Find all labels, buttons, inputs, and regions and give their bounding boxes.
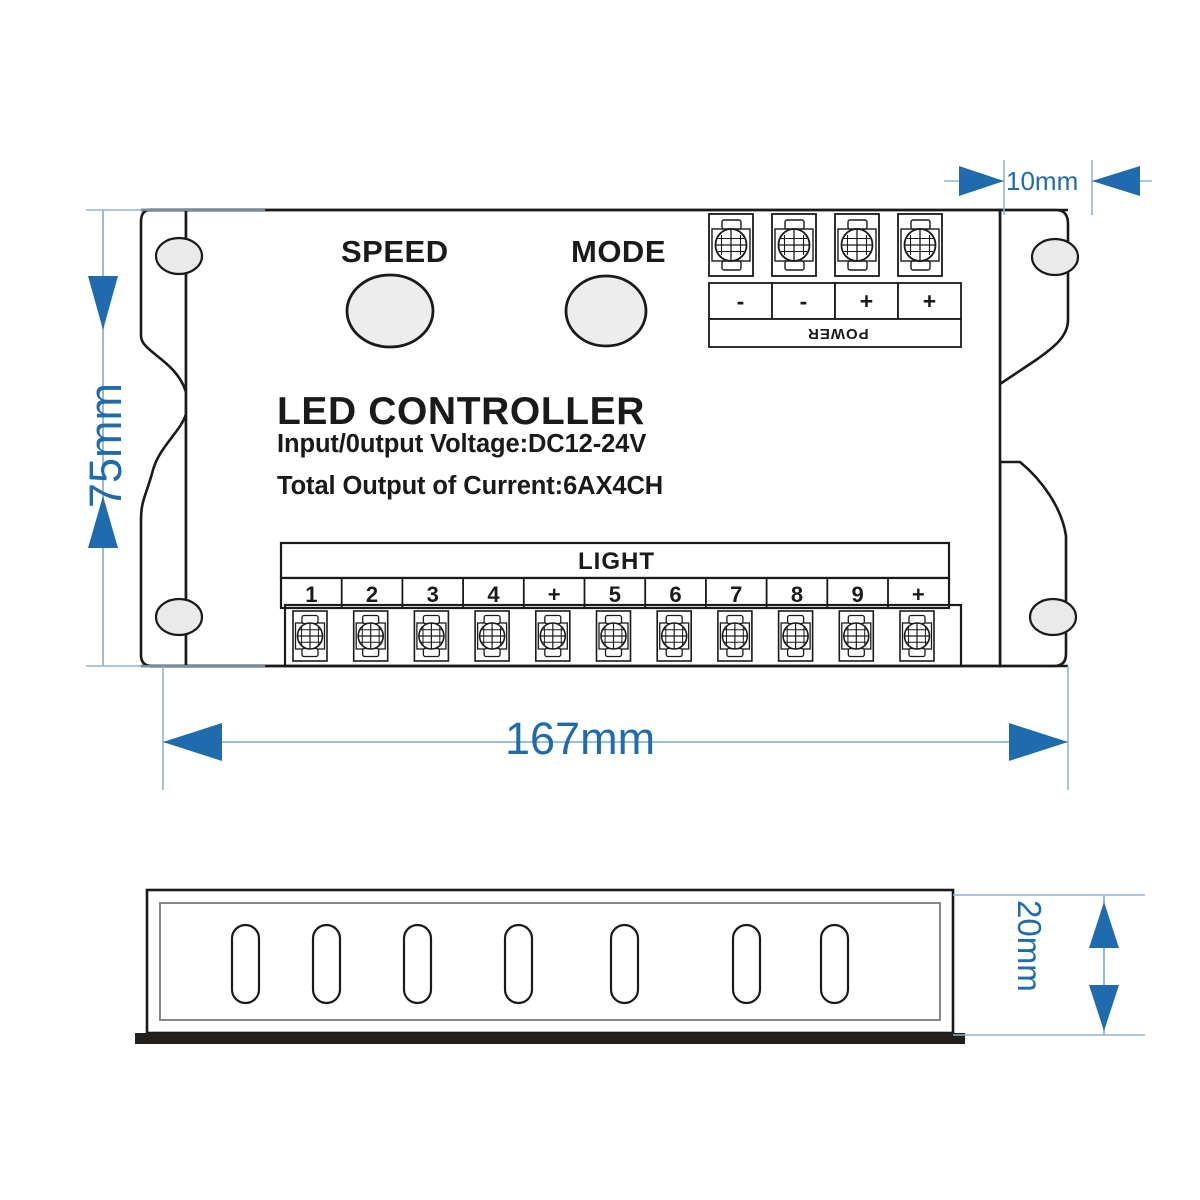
- product-title: LED CONTROLLER: [277, 390, 646, 433]
- power-terminal-block: [708, 213, 962, 348]
- dimension-width-label: 167mm: [505, 713, 656, 764]
- light-terminal-4: +: [547, 582, 561, 607]
- mounting-hole-bottom-right: [1028, 597, 1078, 637]
- mode-button[interactable]: [564, 274, 648, 348]
- dimension-depth-label: 20mm: [1011, 900, 1048, 992]
- light-terminal-3: 4: [487, 582, 500, 607]
- light-terminal-5: 5: [608, 582, 621, 607]
- light-block-label: LIGHT: [578, 548, 655, 575]
- power-terminal-0: -: [736, 288, 745, 314]
- dimension-bracket-label: 10mm: [1006, 166, 1079, 196]
- power-terminal-3: +: [922, 288, 937, 314]
- light-label-band: [279, 541, 951, 580]
- mounting-hole-top-right: [1030, 237, 1080, 277]
- light-terminal-6: 6: [669, 582, 682, 607]
- vent-slots: [230, 923, 850, 1005]
- mounting-hole-bottom-left: [154, 597, 204, 637]
- dimension-annotations: [86, 160, 1152, 790]
- power-terminal-2: +: [859, 288, 874, 314]
- right-mounting-bracket-upper: [998, 208, 1070, 386]
- light-terminal-7: 7: [730, 582, 743, 607]
- side-view-base-strip: [135, 1033, 965, 1044]
- arrow-10mm-right: [959, 166, 1004, 196]
- side-view: [135, 888, 1145, 1044]
- power-terminal-1: -: [799, 288, 808, 314]
- side-view-inner-recess: [159, 902, 941, 1021]
- mode-button-label: MODE: [571, 234, 666, 269]
- left-mounting-bracket: [139, 208, 189, 668]
- speed-button[interactable]: [345, 273, 435, 349]
- arrow-10mm-left: [1092, 166, 1140, 196]
- power-label-band: [708, 318, 962, 348]
- spec-voltage: Input/0utput Voltage:DC12-24V: [277, 430, 647, 458]
- light-terminal-10: +: [911, 582, 925, 607]
- power-block-label: POWER: [807, 325, 869, 342]
- arrow-167mm-left: [163, 723, 222, 761]
- main-body-top-view: [139, 208, 1080, 668]
- light-terminal-0: 1: [305, 582, 318, 607]
- spec-current: Total Output of Current:6AX4CH: [277, 472, 664, 500]
- light-terminal-9: 9: [851, 582, 864, 607]
- arrow-20mm-down: [1089, 985, 1119, 1031]
- arrow-167mm-right: [1009, 723, 1068, 761]
- arrow-75mm-down: [88, 276, 118, 330]
- light-terminal-1: 2: [365, 582, 379, 607]
- dimension-height-label: 75mm: [80, 382, 131, 508]
- arrow-75mm-up: [88, 496, 118, 548]
- light-terminal-block: [279, 541, 963, 668]
- speed-button-label: SPEED: [341, 234, 449, 269]
- light-terminal-8: 8: [790, 582, 804, 607]
- arrow-20mm-up: [1089, 902, 1119, 948]
- mounting-hole-top-left: [154, 236, 204, 276]
- light-terminal-2: 3: [426, 582, 439, 607]
